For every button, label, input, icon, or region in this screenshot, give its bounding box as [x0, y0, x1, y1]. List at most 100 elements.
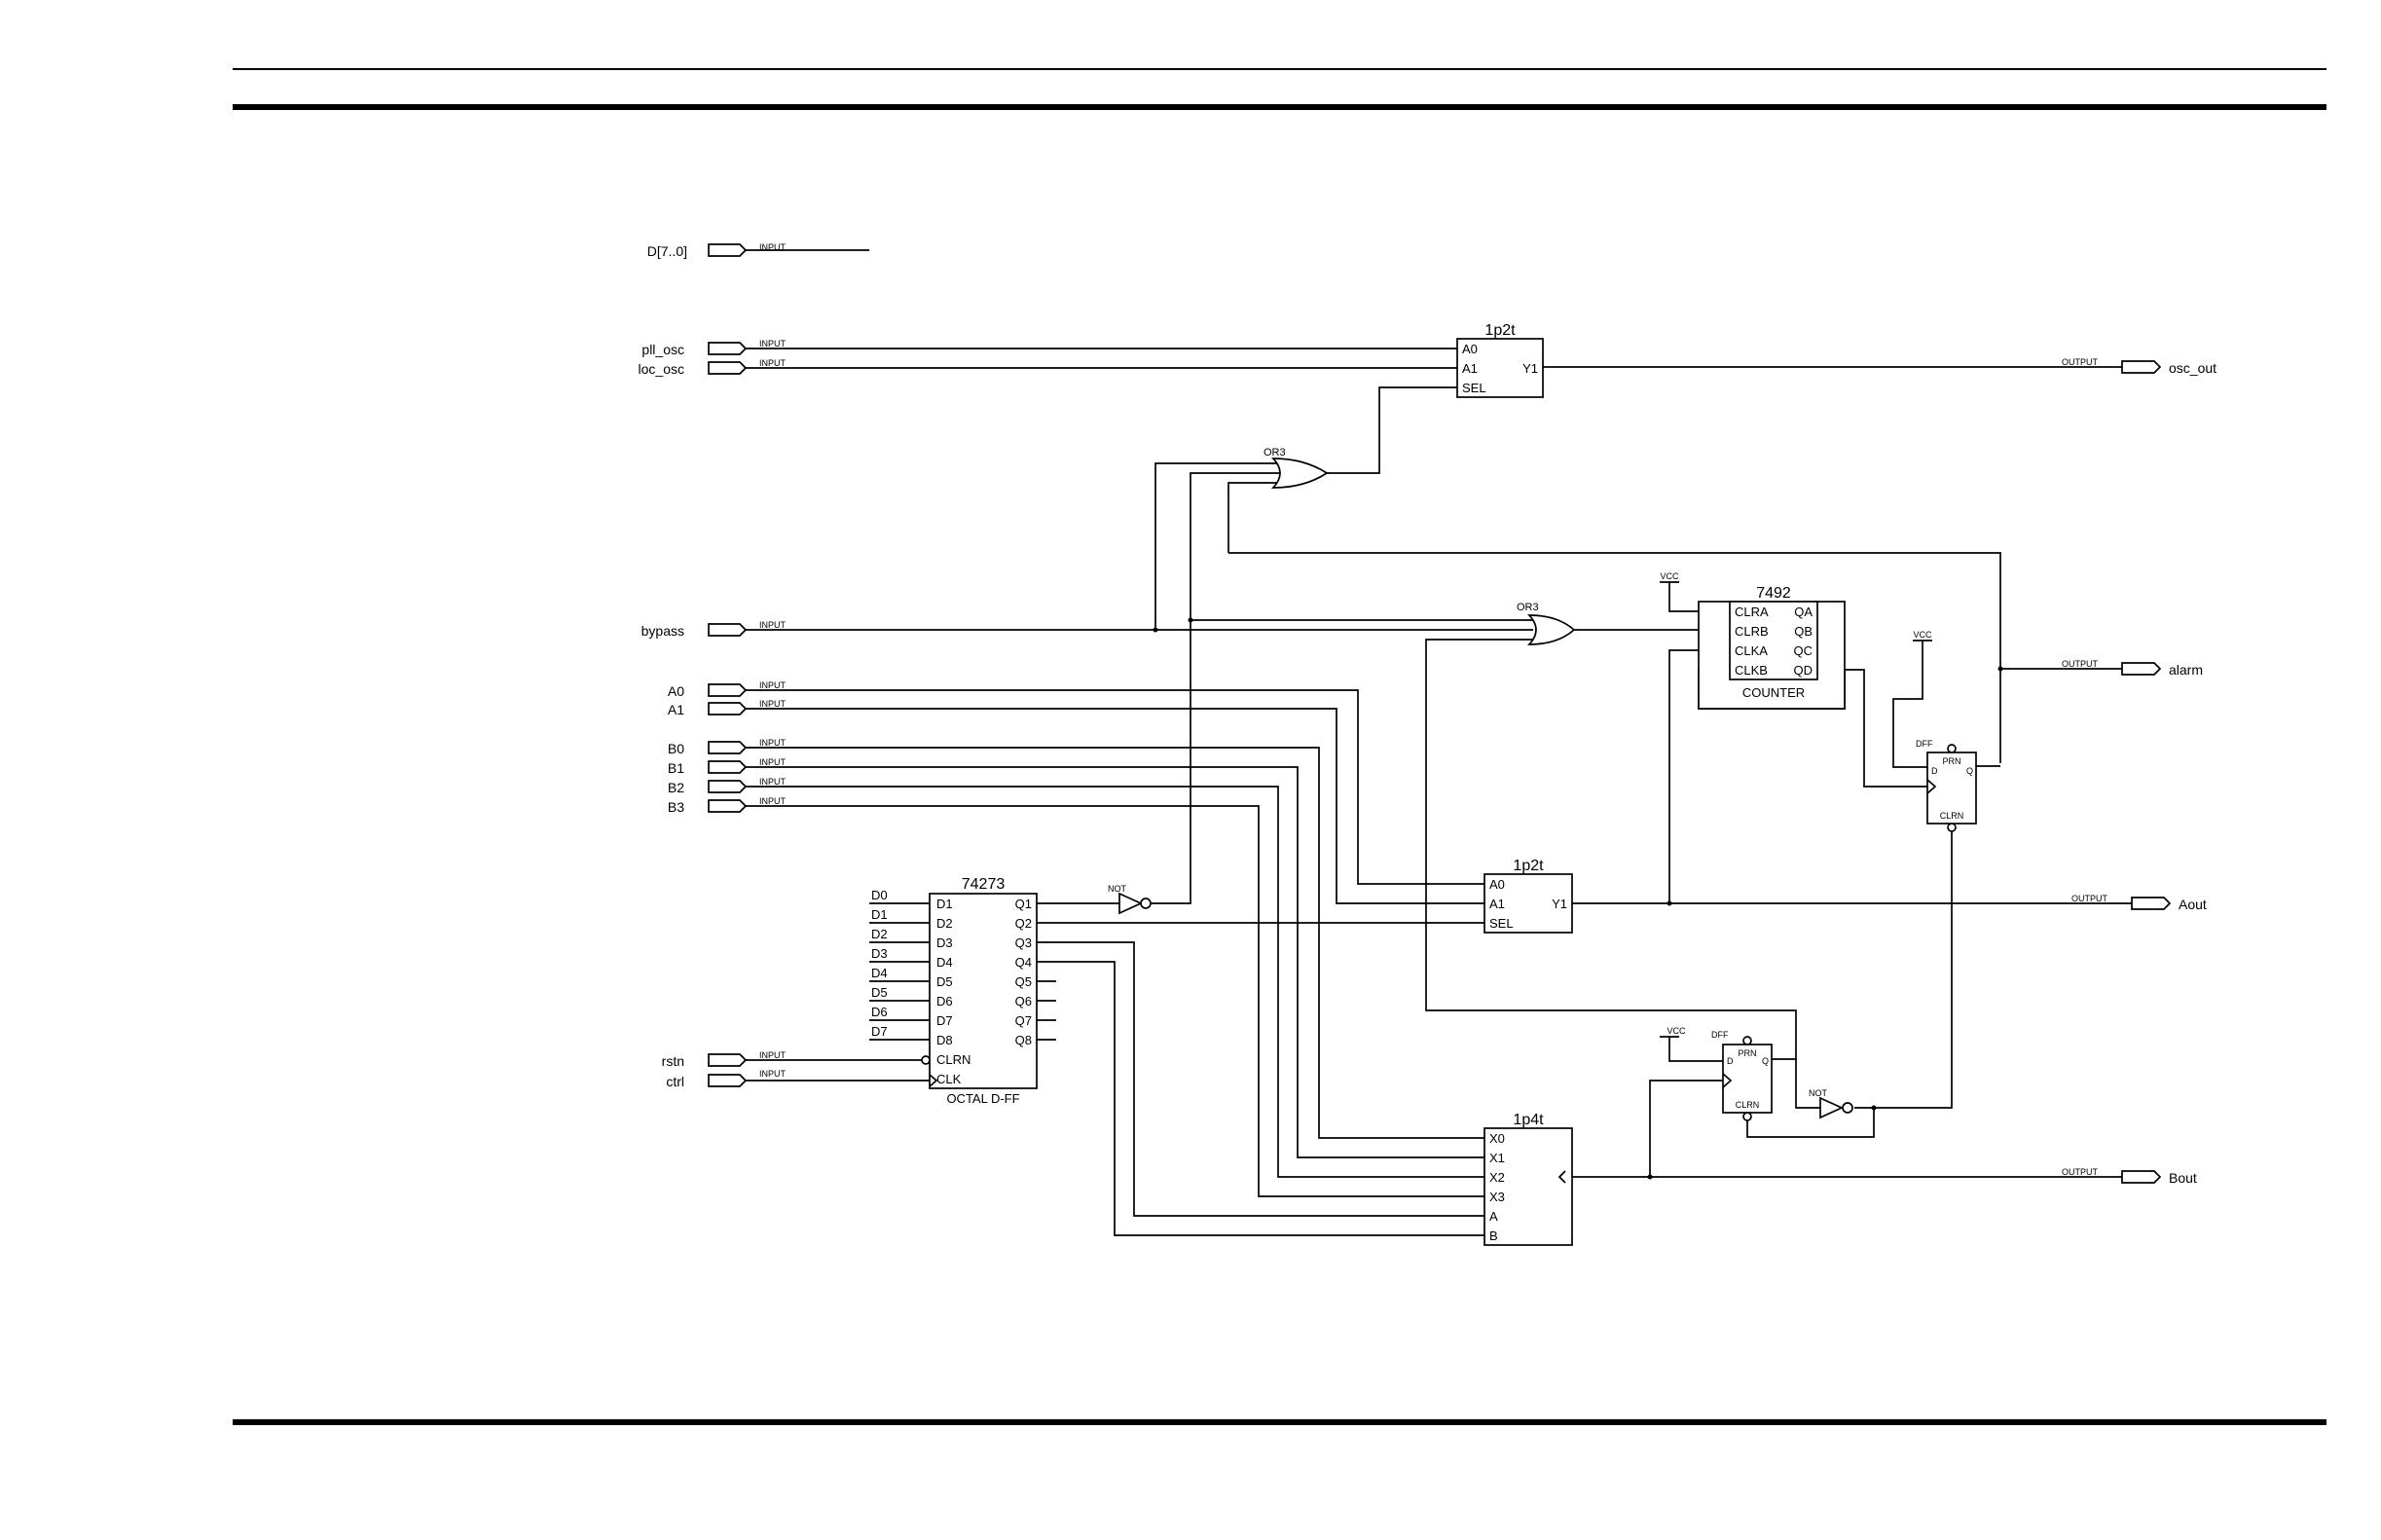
pin-tag: OUTPUT [2062, 357, 2099, 367]
bus-tap-labels: D0 D1 D2 D3 D4 D5 D6 D7 [871, 888, 888, 1039]
mux-top-1p2t[interactable]: 1p2t A0 A1 SEL Y1 [1456, 322, 1544, 398]
mux-pin-x3: X3 [1489, 1190, 1505, 1204]
or-gate-upper[interactable]: OR3 [1264, 447, 1329, 489]
not-label: NOT [1809, 1088, 1828, 1098]
bus-tap-d7: D7 [871, 1024, 888, 1039]
dff-label: DFF [1916, 739, 1933, 749]
pin-alarm[interactable]: alarm OUTPUT [2062, 659, 2203, 678]
pin-label: pll_osc [641, 342, 684, 357]
counter-out-qd: QD [1794, 663, 1813, 678]
not-gate-dff[interactable]: NOT [1809, 1088, 1853, 1119]
pin-tag: INPUT [759, 757, 787, 767]
counter-7492[interactable]: 7492 CLRA CLRB CLKA CLKB QA QB QC QD COU… [1698, 585, 1846, 710]
bottom-thick-rule [233, 1419, 2326, 1425]
octal-in-d2: D2 [936, 916, 953, 931]
octal-out-q2: Q2 [1015, 916, 1032, 931]
pin-tag: INPUT [759, 699, 787, 709]
octal-in-d5: D5 [936, 974, 953, 989]
bus-tap-d4: D4 [871, 966, 888, 980]
mux-title: 1p2t [1513, 858, 1544, 874]
vcc-counter: VCC [1660, 571, 1679, 581]
pin-tag: INPUT [759, 242, 787, 252]
pin-tag: INPUT [759, 738, 787, 748]
pin-tag: INPUT [759, 620, 787, 630]
mux-pin-a0: A0 [1462, 342, 1478, 356]
pin-pll-osc[interactable]: pll_osc INPUT [641, 339, 786, 357]
dff-clrn: CLRN [1736, 1100, 1760, 1110]
pin-label: B0 [668, 741, 684, 756]
mux-title: 1p4t [1513, 1112, 1544, 1128]
bus-tap-d3: D3 [871, 946, 888, 961]
pin-label: A0 [668, 683, 684, 699]
bus-tap-d0: D0 [871, 888, 888, 902]
pin-tag: INPUT [759, 680, 787, 690]
pin-a1[interactable]: A1 INPUT [668, 699, 787, 717]
output-pins: osc_out OUTPUT alarm OUTPUT Aout OUTPUT … [2062, 357, 2216, 1186]
dff-label: DFF [1711, 1030, 1729, 1040]
dff-q: Q [1966, 766, 1973, 776]
not-gate-q1[interactable]: NOT [1108, 884, 1152, 915]
vcc-dff-upper: VCC [1913, 630, 1932, 640]
octal-in-clk: CLK [936, 1072, 962, 1086]
mux-pin-a: A [1489, 1209, 1498, 1224]
top-thin-rule [233, 68, 2326, 70]
mux-pin-a0: A0 [1489, 877, 1505, 892]
pin-b0[interactable]: B0 INPUT [668, 738, 787, 756]
mux-title: 1p2t [1484, 322, 1516, 339]
mux-mid-1p2t[interactable]: 1p2t A0 A1 SEL Y1 [1484, 858, 1573, 934]
octal-name: OCTAL D-FF [946, 1091, 1019, 1106]
mux-pin-a1: A1 [1489, 897, 1505, 911]
pin-loc-osc[interactable]: loc_osc INPUT [639, 358, 787, 377]
pin-tag: INPUT [759, 1050, 787, 1060]
mux-1p4t[interactable]: 1p4t X0 X1 X2 X3 A B [1484, 1112, 1573, 1246]
dff-prn: PRN [1942, 756, 1960, 766]
mux-pin-y1: Y1 [1552, 897, 1567, 911]
mux-pin-sel: SEL [1489, 916, 1514, 931]
pin-b1[interactable]: B1 INPUT [668, 757, 787, 776]
pin-bypass[interactable]: bypass INPUT [641, 620, 787, 639]
dff-prn: PRN [1738, 1048, 1756, 1058]
octal-out-q4: Q4 [1015, 955, 1032, 970]
bus-tap-d6: D6 [871, 1005, 888, 1019]
pin-rstn[interactable]: rstn INPUT [662, 1050, 787, 1069]
mux-pin-sel: SEL [1462, 381, 1486, 395]
bus-tap-d2: D2 [871, 927, 888, 941]
bus-tap-d5: D5 [871, 985, 888, 1000]
pin-label: osc_out [2169, 360, 2216, 376]
dff-lower[interactable]: DFF PRN D Q CLRN [1711, 1030, 1773, 1121]
pin-aout[interactable]: Aout OUTPUT [2071, 894, 2207, 912]
octal-out-q3: Q3 [1015, 935, 1032, 950]
counter-in-clkb: CLKB [1735, 663, 1768, 678]
dff-upper[interactable]: DFF PRN D Q CLRN [1916, 739, 1977, 832]
counter-out-qb: QB [1794, 624, 1813, 639]
counter-in-clrb: CLRB [1735, 624, 1769, 639]
pin-a0[interactable]: A0 INPUT [668, 680, 787, 699]
pin-b3[interactable]: B3 INPUT [668, 796, 787, 815]
octal-in-clrn: CLRN [936, 1052, 971, 1067]
octal-title: 74273 [962, 876, 1006, 893]
pin-bout[interactable]: Bout OUTPUT [2062, 1167, 2197, 1186]
octal-dff-74273[interactable]: 74273 D1 D2 D3 D4 D5 D6 D7 D8 CLRN CLK Q… [921, 876, 1038, 1106]
pin-b2[interactable]: B2 INPUT [668, 777, 787, 795]
octal-out-q8: Q8 [1015, 1033, 1032, 1047]
or-gate-lower[interactable]: OR3 [1517, 602, 1576, 645]
pin-osc-out[interactable]: osc_out OUTPUT [2062, 357, 2216, 376]
pin-tag: INPUT [759, 777, 787, 787]
octal-in-d8: D8 [936, 1033, 953, 1047]
octal-in-d7: D7 [936, 1013, 953, 1028]
pin-label: ctrl [666, 1074, 684, 1089]
pin-tag: INPUT [759, 1069, 787, 1079]
top-thick-rule [233, 104, 2326, 110]
dff-d: D [1727, 1056, 1734, 1066]
pin-ctrl[interactable]: ctrl INPUT [666, 1069, 786, 1089]
octal-in-d6: D6 [936, 994, 953, 1008]
pin-label: Bout [2169, 1170, 2197, 1186]
mux-pin-y1: Y1 [1522, 361, 1538, 376]
pin-d-bus[interactable]: D[7..0] INPUT [647, 242, 869, 259]
counter-name: COUNTER [1742, 685, 1805, 700]
dff-clrn: CLRN [1940, 811, 1964, 821]
octal-out-q6: Q6 [1015, 994, 1032, 1008]
octal-out-q7: Q7 [1015, 1013, 1032, 1028]
pin-tag: OUTPUT [2062, 659, 2099, 669]
counter-out-qc: QC [1794, 643, 1813, 658]
